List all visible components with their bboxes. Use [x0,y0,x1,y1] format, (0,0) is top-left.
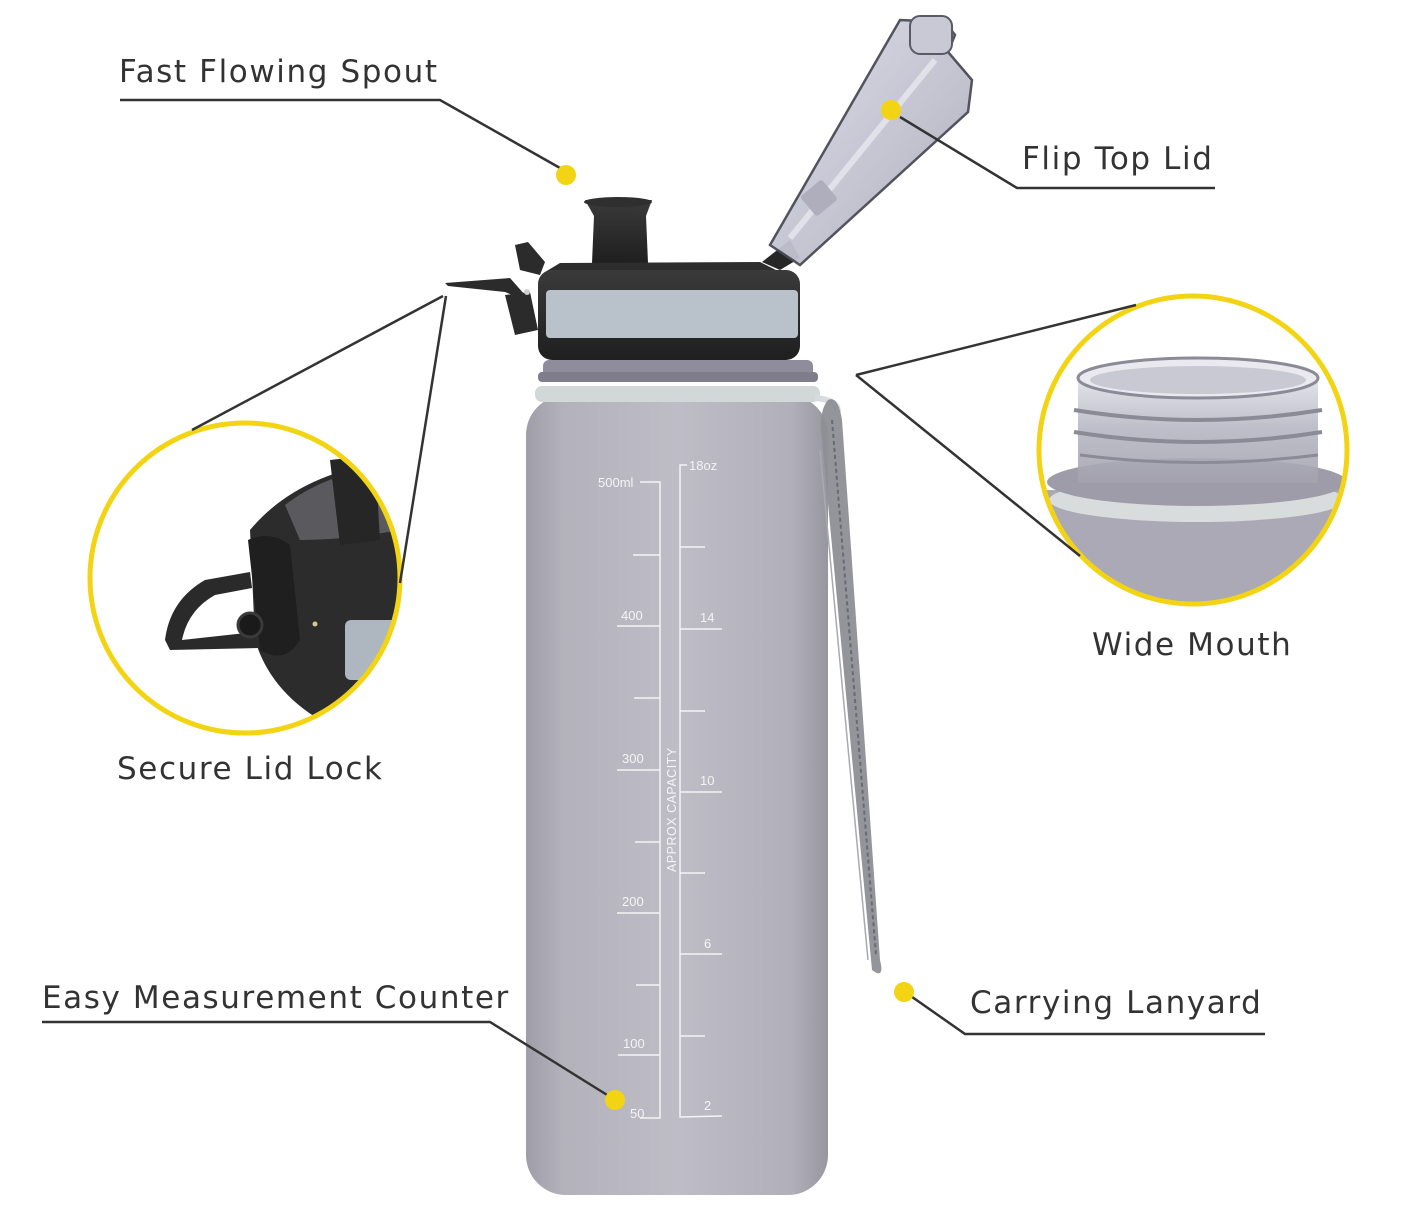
callout-easy-measurement-counter: Easy Measurement Counter [42,980,510,1016]
callout-wide-mouth: Wide Mouth [1092,627,1293,663]
ml-label-300: 300 [622,751,644,766]
approx-capacity-text: APPROX CAPACITY [665,747,679,872]
lanyard-dot [894,982,914,1002]
oz-label-2: 2 [704,1098,711,1113]
ml-label-50: 50 [630,1106,644,1121]
leader-lines [42,98,1265,1100]
bottle-body [526,360,841,1195]
oz-label-6: 6 [704,936,711,951]
oz-top-label: 18oz [689,458,717,473]
callout-fast-flowing-spout: Fast Flowing Spout [119,54,439,90]
oz-label-10: 10 [700,773,714,788]
callout-carrying-lanyard: Carrying Lanyard [970,985,1263,1021]
spout-dot [556,165,576,185]
ml-label-100: 100 [623,1036,645,1051]
callout-flip-top-lid: Flip Top Lid [1022,141,1214,177]
flip-lid-dot [881,100,901,120]
flip-top-lid [768,15,974,267]
bottle-cap [445,197,800,360]
ml-top-label: 500ml [598,475,634,490]
lid-lock-inset [87,420,403,736]
carrying-lanyard [819,399,882,974]
measurement-scale [617,464,723,1119]
wide-mouth-inset [1036,293,1350,607]
ml-label-400: 400 [621,608,643,623]
callout-secure-lid-lock: Secure Lid Lock [117,751,384,787]
ml-label-200: 200 [622,894,644,909]
oz-label-14: 14 [700,610,714,625]
callout-dots [556,100,914,1110]
scale-labels: 500ml 400 300 200 100 50 18oz 14 10 6 2 … [598,458,717,1121]
measurement-dot [605,1090,625,1110]
